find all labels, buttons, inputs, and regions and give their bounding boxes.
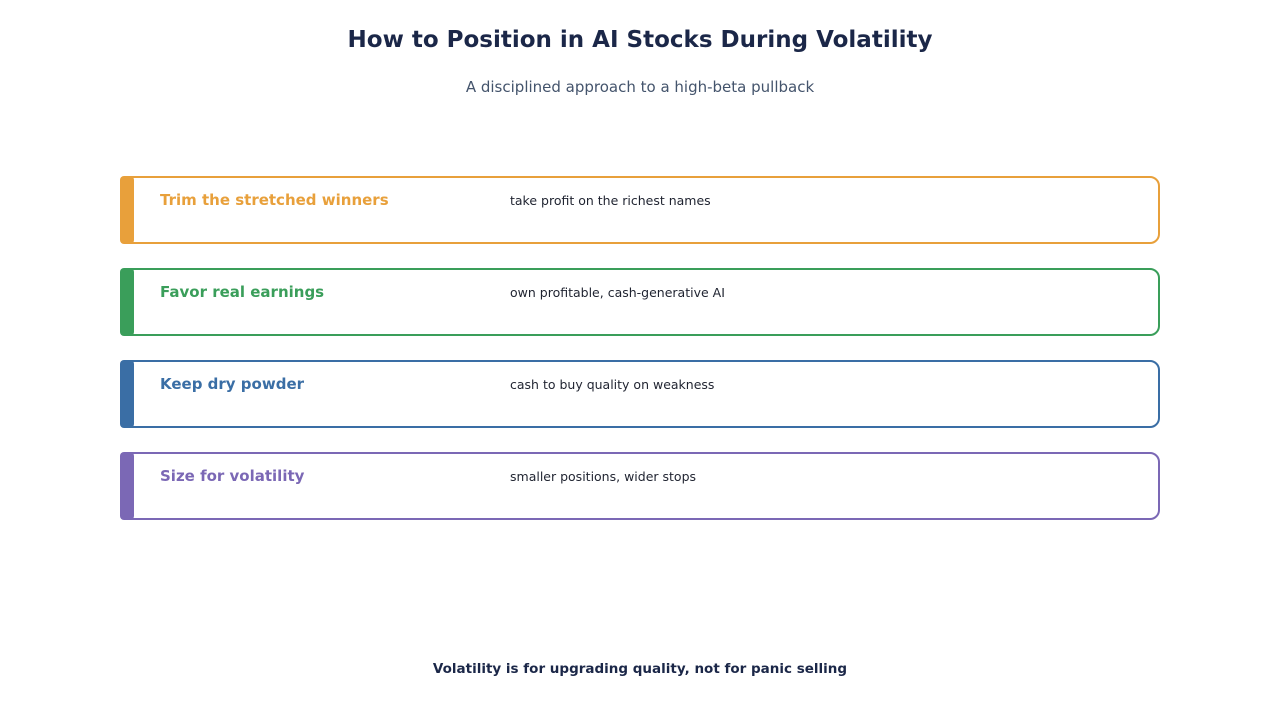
step-description: cash to buy quality on weakness <box>510 377 715 392</box>
step-label: Trim the stretched winners <box>160 191 389 209</box>
step-accent-bar <box>120 268 134 336</box>
step-card-dry-powder: Keep dry powder cash to buy quality on w… <box>120 360 1160 428</box>
step-description: own profitable, cash-generative AI <box>510 285 725 300</box>
page-subtitle: A disciplined approach to a high-beta pu… <box>465 78 815 96</box>
step-card-trim: Trim the stretched winners take profit o… <box>120 176 1160 244</box>
step-card-earnings: Favor real earnings own profitable, cash… <box>120 268 1160 336</box>
step-label: Favor real earnings <box>160 283 325 301</box>
step-label: Keep dry powder <box>160 375 305 393</box>
step-accent-bar <box>120 360 134 428</box>
page-title: How to Position in AI Stocks During Vola… <box>347 27 933 53</box>
footer-takeaway: Volatility is for upgrading quality, not… <box>432 661 848 677</box>
step-card-sizing: Size for volatility smaller positions, w… <box>120 452 1160 520</box>
step-description: smaller positions, wider stops <box>510 469 697 484</box>
step-description: take profit on the richest names <box>510 193 711 208</box>
step-label: Size for volatility <box>160 467 305 485</box>
step-accent-bar <box>120 176 134 244</box>
step-accent-bar <box>120 452 134 520</box>
